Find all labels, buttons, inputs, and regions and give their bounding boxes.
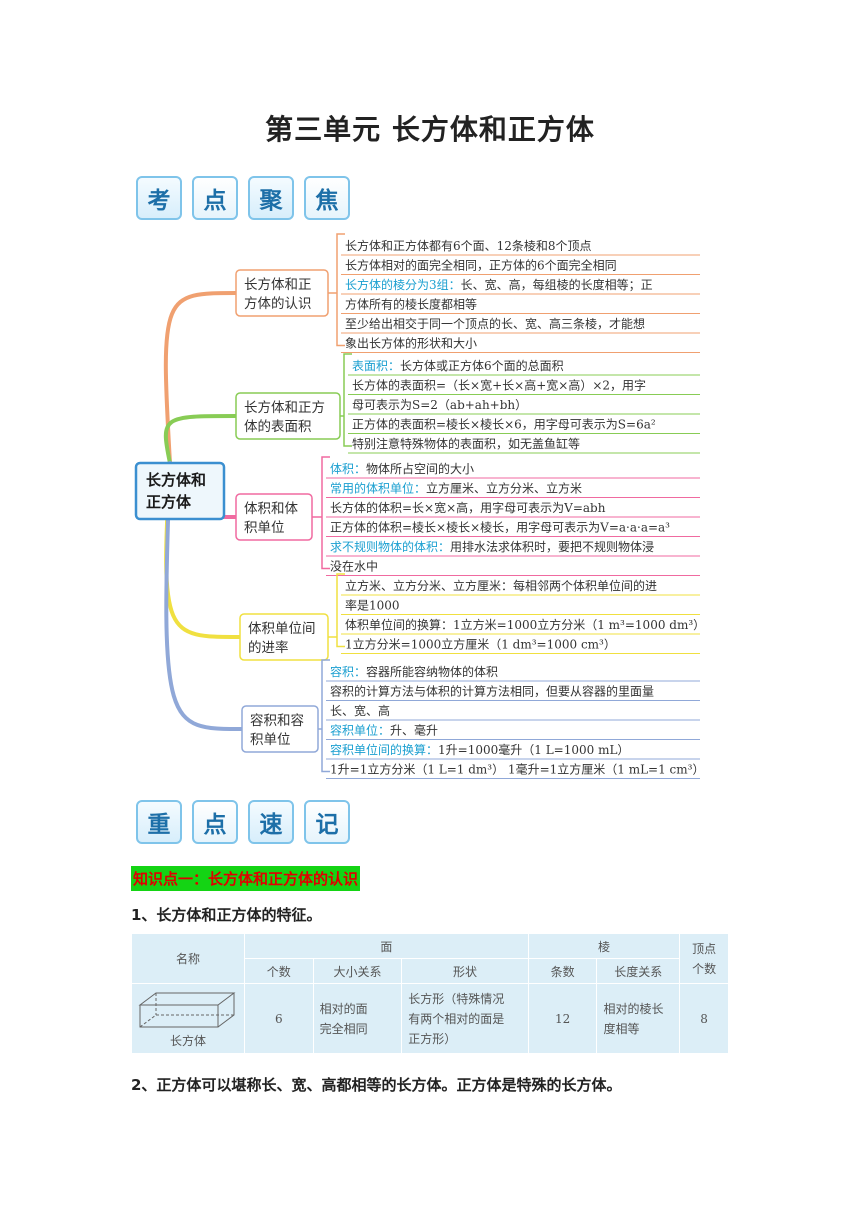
banner-char: 记 [304, 800, 350, 844]
branch-detail-line: 正方体的体积=棱长×棱长×棱长，用字母可表示为V=a·a·a=a³ [330, 520, 670, 535]
branch-detail-line: 长方体的棱分为3组：长、宽、高，每组棱的长度相等；正 [345, 277, 653, 292]
banner-char: 焦 [304, 176, 350, 220]
mindmap-center-node: 长方体和正方体 [134, 461, 226, 521]
branch-label-text: 的进率 [248, 639, 289, 656]
header-face: 面 [243, 933, 529, 959]
branch-detail-line: 象出长方体的形状和大小 [345, 336, 477, 351]
banner-char: 重 [136, 800, 182, 844]
cell-face-size: 相对的面完全相同 [312, 983, 403, 1054]
bracket [321, 659, 330, 773]
cell-face-shape: 长方形（特殊情况有两个相对的面是正方形） [401, 983, 529, 1054]
mindmap-branch-node: 长方体和正方体的认识 长方体和正方体都有6个面、12条棱和8个顶点长方体相对的面完… [235, 238, 700, 353]
branch-label-text: 积单位 [244, 520, 285, 536]
banner-char: 聚 [248, 176, 294, 220]
header-name: 名称 [131, 933, 245, 984]
header-edge: 棱 [527, 933, 681, 959]
branch-detail-line: 表面积：长方体或正方体6个面的总面积 [352, 358, 564, 373]
header-face-count: 个数 [243, 958, 314, 984]
branch-detail-line: 长、宽、高 [330, 703, 390, 718]
branch-detail-line: 容积：容器所能容纳物体的体积 [330, 664, 498, 679]
branch-detail-line: 特别注意特殊物体的表面积，如无盖鱼缸等 [352, 436, 580, 451]
branch-label-text: 体积单位间 [248, 621, 316, 637]
branch-detail-line: 容积单位：升、毫升 [330, 723, 438, 738]
branch-detail-line: 体积单位间的换算：1立方米=1000立方分米（1 m³=1000 dm³） [345, 617, 705, 632]
branch-detail-line: 长方体相对的面完全相同，正方体的6个面完全相同 [345, 258, 617, 273]
page-title: 第三单元 长方体和正方体 [265, 113, 595, 146]
bracket [343, 353, 352, 447]
mind-map: 长方体和正方体长方体和正方体的认识长方体和正方体都有6个面、12条棱和8个顶点长… [134, 233, 705, 779]
cell-edge-count: 12 [527, 983, 598, 1054]
branch-detail-line: 立方米、立方分米、立方厘米：每相邻两个体积单位间的进 [345, 578, 657, 593]
cell-vertex-count: 8 [679, 983, 729, 1054]
paragraph-1: 1、长方体和正方体的特征。 [131, 906, 322, 924]
branch-label-text: 方体的认识 [244, 296, 312, 312]
branch-connector [163, 291, 238, 465]
branch-detail-line: 体积：物体所占空间的大小 [330, 461, 474, 476]
branch-label-text: 体积和体 [244, 501, 298, 517]
cell-name: 长方体 [131, 983, 245, 1054]
branch-detail-line: 容积的计算方法与体积的计算方法相同，但要从容器的里面量 [330, 684, 654, 699]
branch-detail-line: 至少给出相交于同一个顶点的长、宽、高三条棱，才能想 [345, 316, 645, 331]
branch-connector [164, 461, 244, 731]
cell-name-text: 长方体 [169, 1033, 206, 1048]
branch-label-text: 长方体和正 [244, 277, 312, 293]
branch-detail-line: 1升=1立方分米（1 L=1 dm³） 1毫升=1立方厘米（1 mL=1 cm³… [330, 762, 704, 777]
bracket [336, 573, 345, 648]
header-edge-length: 长度关系 [596, 958, 681, 984]
banner-char: 考 [136, 176, 182, 220]
branch-connector [163, 414, 238, 465]
cell-face-count: 6 [243, 983, 314, 1054]
center-node-text: 正方体 [146, 493, 192, 511]
bracket [321, 456, 330, 570]
branch-detail-line: 母可表示为S=2（ab+ah+bh） [352, 398, 527, 412]
branch-detail-line: 容积单位间的换算：1升=1000毫升（1 L=1000 mL） [330, 742, 629, 757]
center-node-text: 长方体和 [146, 471, 206, 489]
knowledge-point-heading: 知识点一：长方体和正方体的认识 [131, 866, 361, 891]
branch-detail-line: 1立方分米=1000立方厘米（1 dm³=1000 cm³） [345, 637, 616, 652]
cuboid-feature-table: 名称 面 棱 顶点个数 个数 大小关系 形状 条数 长度关系 长方体 6 相对的… [131, 933, 729, 1054]
banner-char: 点 [192, 800, 238, 844]
bracket [336, 233, 345, 347]
banner-char: 点 [192, 176, 238, 220]
branch-detail-line: 没在水中 [330, 559, 378, 574]
branch-label-text: 体的表面积 [244, 419, 312, 435]
banner-char: 速 [248, 800, 294, 844]
branch-label-text: 积单位 [250, 732, 291, 748]
cell-edge-length: 相对的棱长度相等 [596, 983, 681, 1054]
branch-detail-line: 率是1000 [345, 598, 400, 613]
cuboid-drawing [138, 992, 236, 1027]
branch-detail-line: 正方体的表面积=棱长×棱长×6，用字母可表示为S=6a² [352, 417, 656, 432]
branch-detail-line: 方体所有的棱长度都相等 [345, 297, 477, 312]
banner-key-points: 考 点 聚 焦 [136, 176, 350, 220]
branch-detail-line: 长方体的表面积=（长×宽+长×高+宽×高）×2，用字 [352, 378, 646, 393]
branch-detail-line: 长方体的体积=长×宽×高，用字母可表示为V=abh [330, 500, 606, 515]
branch-detail-line: 长方体和正方体都有6个面、12条棱和8个顶点 [345, 238, 592, 253]
paragraph-2: 2、正方体可以堪称长、宽、高都相等的长方体。正方体是特殊的长方体。 [131, 1076, 622, 1094]
branch-detail-line: 求不规则物体的体积：用排水法求体积时，要把不规则物体浸 [330, 539, 654, 554]
header-face-size: 大小关系 [312, 958, 403, 984]
branch-detail-line: 常用的体积单位：立方厘米、立方分米、立方米 [330, 481, 582, 496]
header-face-shape: 形状 [401, 958, 529, 984]
banner-quick-notes: 重 点 速 记 [136, 800, 350, 844]
branch-label-text: 长方体和正方 [244, 400, 325, 416]
branch-label-text: 容积和容 [250, 712, 304, 729]
header-edge-count: 条数 [527, 958, 598, 984]
header-vertex: 顶点个数 [679, 933, 729, 984]
